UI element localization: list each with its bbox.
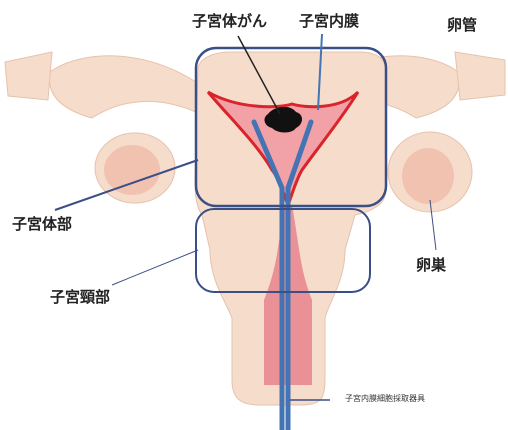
left-fallopian-tube: [49, 56, 210, 118]
label-endometrium: 子宮内膜: [299, 14, 359, 29]
right-tube-fimbria: [455, 52, 505, 100]
right-ovary-inner: [402, 148, 454, 204]
label-ovary: 卵巣: [416, 258, 446, 273]
label-cervix: 子宮頸部: [50, 290, 110, 305]
label-corpus-cancer: 子宮体がん: [192, 14, 267, 29]
label-uterine-body: 子宮体部: [12, 217, 72, 232]
label-fallopian-tube: 卵管: [447, 18, 477, 33]
left-tube-fimbria: [5, 52, 52, 100]
label-sampling-device: 子宮内膜細胞採取器具: [345, 395, 425, 403]
leader-cervix: [112, 250, 198, 285]
left-ovary-inner: [104, 145, 160, 195]
